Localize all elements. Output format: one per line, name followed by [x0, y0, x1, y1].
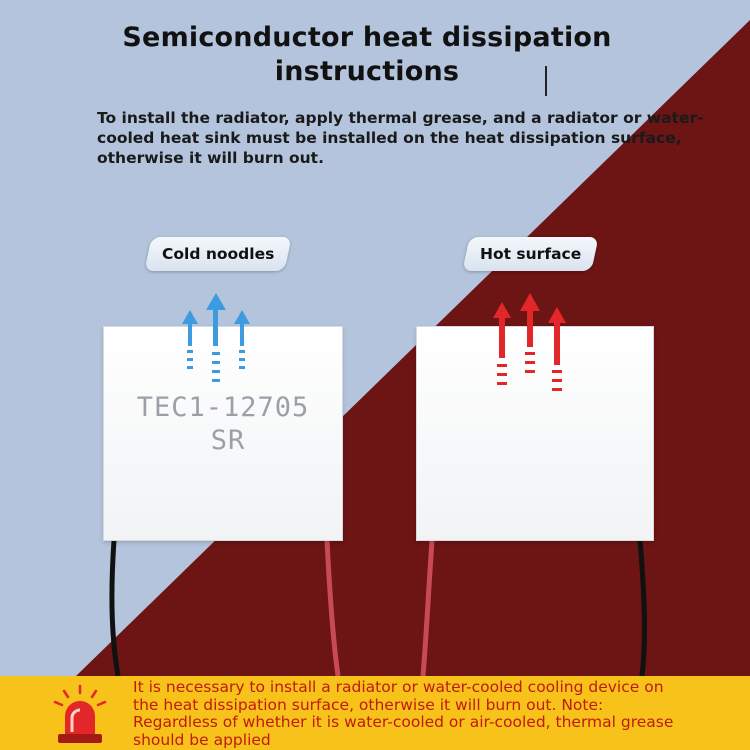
cold-side-module [103, 326, 343, 541]
arrow-up-icon [520, 293, 540, 373]
page-title-line1: Semiconductor heat dissipation [122, 22, 612, 53]
page-title-line2: instructions [274, 56, 460, 87]
hot-arrows [493, 293, 566, 391]
module-suffix-text: SR [210, 425, 246, 456]
cold-arrows [182, 293, 250, 382]
hot-red-wire [420, 539, 435, 677]
arrow-up-icon [548, 307, 566, 391]
arrow-up-icon [493, 302, 511, 385]
arrow-up-icon [234, 310, 250, 369]
cold-black-wire [109, 539, 121, 677]
hot-black-wire [637, 539, 647, 677]
siren-icon [53, 684, 107, 743]
text-cursor [545, 66, 547, 96]
cold-red-wire [324, 539, 341, 677]
warning-banner [0, 676, 750, 750]
arrow-up-icon [182, 310, 198, 369]
instructions-text: To install the radiator, apply thermal g… [97, 109, 704, 167]
warning-text: It is necessary to install a radiator or… [133, 678, 674, 749]
module-model-text: TEC1-12705 [136, 392, 310, 423]
arrow-up-icon [206, 293, 226, 382]
